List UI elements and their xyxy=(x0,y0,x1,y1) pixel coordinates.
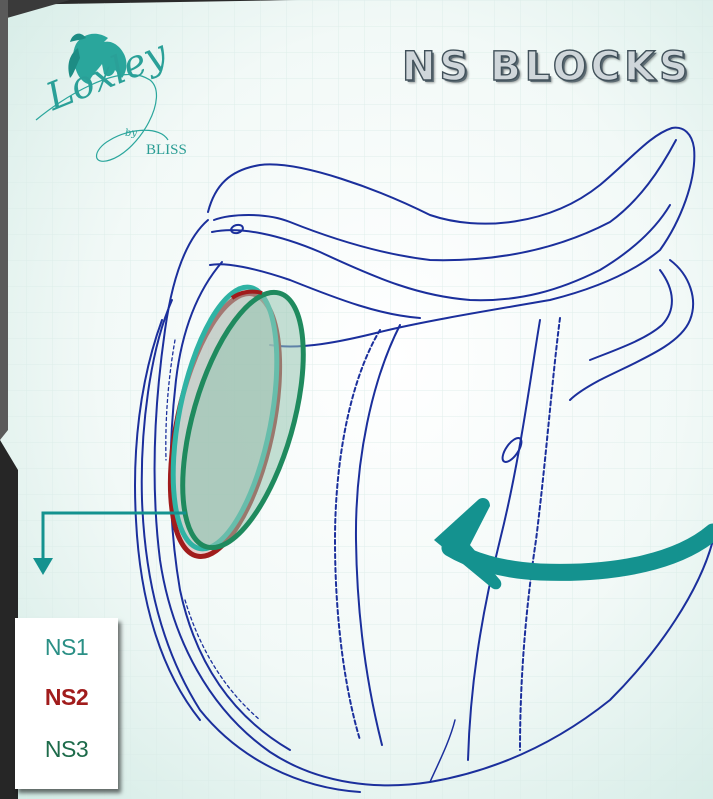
legend-item-ns2: NS2 xyxy=(15,684,118,711)
logo-by-text: by xyxy=(125,128,137,139)
page-title: NS BLOCKS xyxy=(402,44,692,90)
legend-item-ns3: NS3 xyxy=(15,736,118,763)
legend-panel: NS1 NS2 NS3 xyxy=(15,618,118,789)
logo-brand-text: BLISS xyxy=(146,142,187,159)
legend-item-ns1: NS1 xyxy=(15,634,118,661)
